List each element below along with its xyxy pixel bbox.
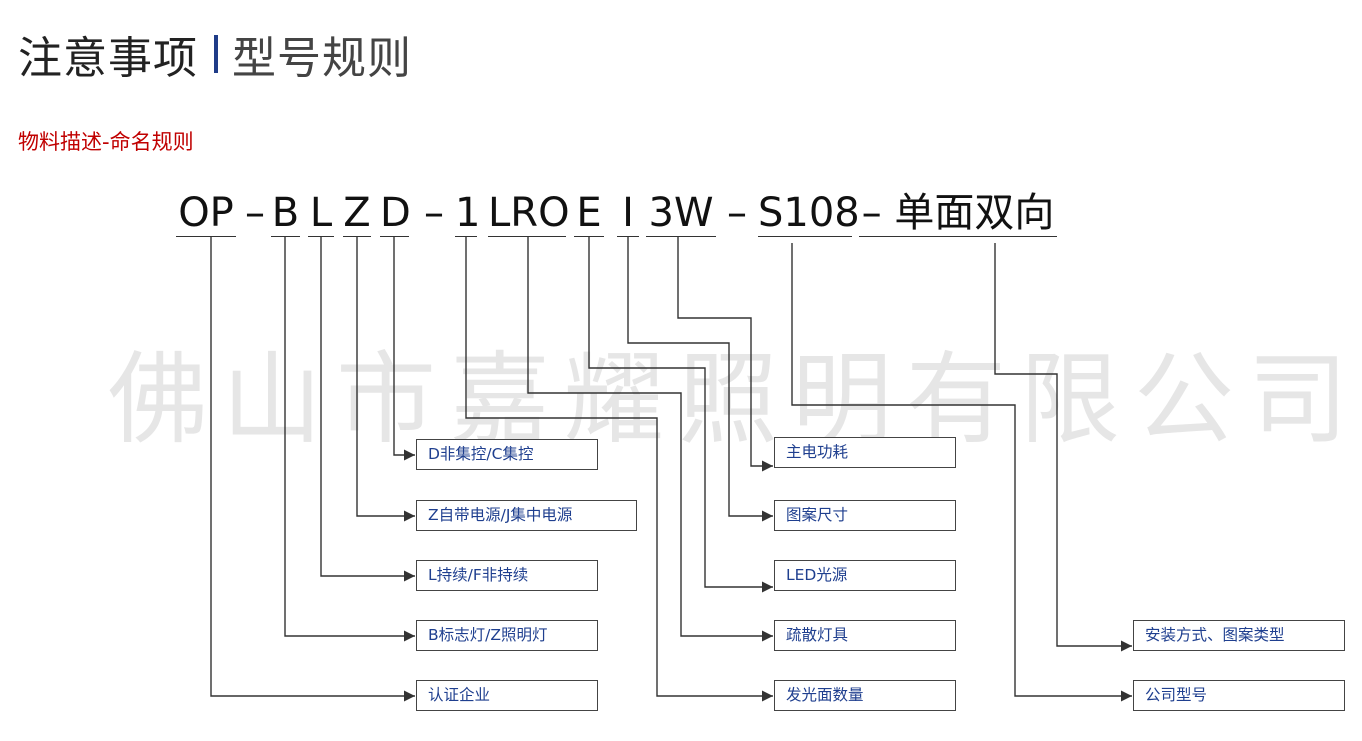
code-z: Z	[343, 190, 371, 237]
connector-lro	[527, 236, 773, 642]
code-dash-2: –	[424, 190, 444, 236]
connector-z	[356, 236, 415, 522]
label-box-s108: 公司型号	[1133, 680, 1345, 711]
label-box-i: 图案尺寸	[774, 500, 956, 531]
label-box-op: 认证企业	[416, 680, 598, 711]
label-box-b: B标志灯/Z照明灯	[416, 620, 598, 651]
connector-op	[210, 236, 415, 702]
page-title: 注意事项	[18, 33, 198, 84]
company-watermark: 佛山市嘉耀照明有限公司	[108, 341, 1362, 458]
code-b: B	[271, 190, 300, 237]
connector-s108	[791, 243, 1132, 702]
code-tail: – 单面双向	[859, 190, 1057, 237]
connector-d	[393, 236, 415, 461]
label-box-3w: 主电功耗	[774, 437, 956, 468]
label-box-one: 发光面数量	[774, 680, 956, 711]
connector-e	[588, 236, 773, 593]
label-box-tail: 安装方式、图案类型	[1133, 620, 1345, 651]
code-3w: 3W	[646, 190, 716, 237]
code-dash-1: –	[245, 190, 265, 236]
title-separator	[214, 35, 218, 73]
code-dash-3: –	[727, 190, 747, 236]
connector-l	[320, 236, 415, 582]
code-lro: LRO	[488, 190, 570, 237]
connector-i	[627, 236, 773, 522]
section-label: 物料描述-命名规则	[18, 130, 194, 154]
label-box-e: LED光源	[774, 560, 956, 591]
label-box-d: D非集控/C集控	[416, 439, 598, 470]
code-op: OP	[176, 190, 236, 237]
label-box-lro: 疏散灯具	[774, 620, 956, 651]
label-box-z: Z自带电源/J集中电源	[416, 500, 637, 531]
code-e: E	[574, 190, 604, 237]
connector-tail	[994, 243, 1132, 652]
code-one: 1	[455, 190, 481, 237]
code-i: I	[617, 190, 639, 237]
code-l: L	[308, 190, 334, 237]
code-s108: S108	[758, 190, 860, 237]
label-box-l: L持续/F非持续	[416, 560, 598, 591]
page-subtitle: 型号规则	[232, 33, 412, 84]
connector-b	[284, 236, 415, 642]
connector-3w	[677, 236, 773, 472]
page-header: 注意事项 型号规则	[18, 22, 412, 86]
code-d: D	[380, 190, 411, 237]
connector-one	[465, 236, 773, 702]
